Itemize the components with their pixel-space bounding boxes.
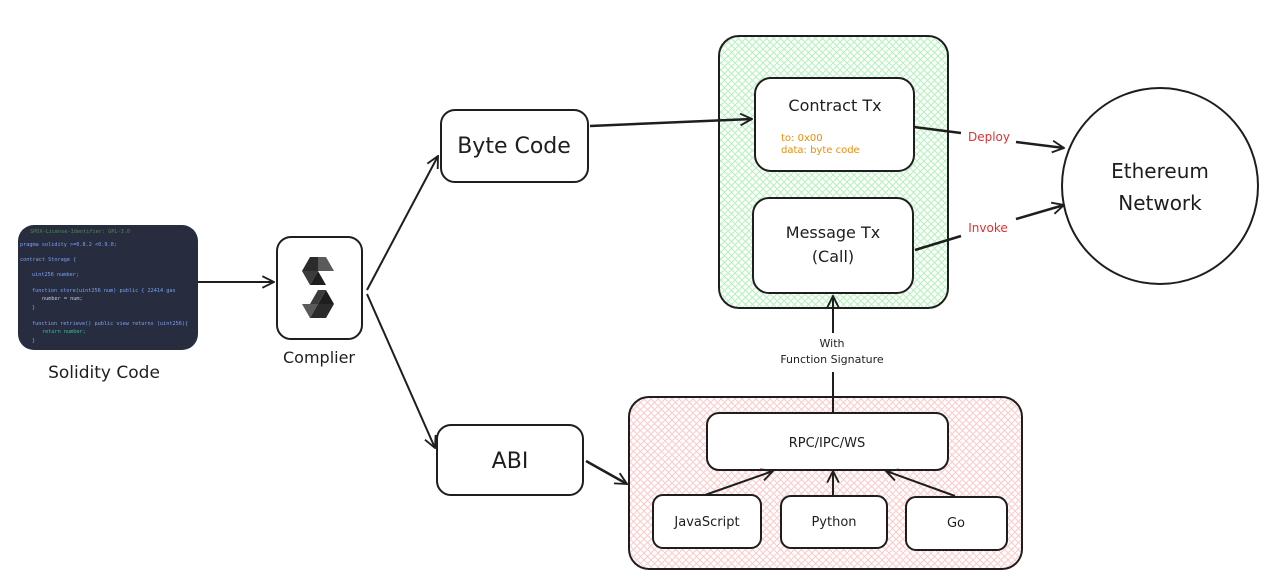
abi-label: ABI (492, 449, 529, 474)
code-line: number = num; (42, 296, 83, 302)
arrow-compiler-to-bytecode (366, 156, 438, 291)
message-tx-subtitle: (Call) (812, 247, 854, 266)
language-label: Go (947, 516, 965, 531)
language-node-go[interactable]: Go (905, 496, 1008, 551)
arrow-invoke (1015, 205, 1064, 221)
ethereum-label-line1: Ethereum (1111, 159, 1209, 183)
invoke-label: Invoke (968, 221, 1008, 235)
code-line: return number; (42, 329, 86, 335)
rpc-node[interactable]: RPC/IPC/WS (706, 412, 949, 471)
contract-tx-data: data: byte code (781, 145, 860, 156)
code-line: function store(uint256 num) public { 224… (32, 288, 176, 294)
language-node-javascript[interactable]: JavaScript (652, 494, 762, 549)
contract-tx-node[interactable]: Contract Tx to: 0x00 data: byte code (754, 77, 915, 172)
solidity-code-caption: Solidity Code (48, 363, 160, 383)
code-line: uint256 number; (32, 272, 79, 278)
solidity-logo-icon (302, 257, 334, 318)
compiler-node[interactable] (276, 236, 363, 340)
contract-tx-to: to: 0x00 (781, 133, 823, 144)
code-line: function retrieve() public view returns … (32, 321, 188, 327)
arrow-deploy (1015, 142, 1064, 148)
edge-invoke-line-a (914, 234, 962, 252)
code-line: } (32, 338, 35, 344)
code-line: contract Storage { (20, 257, 76, 263)
byte-code-label: Byte Code (457, 134, 571, 159)
abi-node[interactable]: ABI (436, 424, 584, 496)
message-tx-node[interactable]: Message Tx (Call) (752, 197, 914, 294)
arrow-go-to-rpc (886, 471, 956, 497)
signature-label-line2: Function Signature (780, 353, 884, 366)
ethereum-label-line2: Network (1118, 191, 1202, 215)
ethereum-network-node[interactable]: Ethereum Network (1061, 87, 1259, 285)
arrow-abi-to-clients (585, 459, 627, 486)
deploy-label: Deploy (968, 130, 1010, 144)
code-line: SPDX-License-Identifier: GPL-3.0 (30, 229, 130, 235)
code-line: } (32, 305, 35, 311)
code-line: pragma solidity >=0.8.2 <0.9.0; (20, 242, 117, 248)
language-label: Python (811, 515, 856, 530)
language-label: JavaScript (673, 515, 739, 530)
rpc-label: RPC/IPC/WS (789, 436, 866, 451)
byte-code-node[interactable]: Byte Code (440, 109, 589, 183)
compiler-caption: Complier (283, 348, 355, 367)
signature-label-line1: With (820, 337, 845, 350)
solidity-code-block: SPDX-License-Identifier: GPL-3.0 pragma … (18, 225, 198, 350)
arrow-bytecode-to-contract-tx (589, 119, 752, 128)
arrow-javascript-to-rpc (704, 471, 773, 496)
language-node-python[interactable]: Python (780, 495, 888, 549)
arrow-compiler-to-abi (366, 293, 435, 448)
contract-tx-title: Contract Tx (788, 96, 881, 115)
message-tx-title: Message Tx (786, 223, 880, 242)
edge-deploy-line-a (913, 125, 962, 135)
